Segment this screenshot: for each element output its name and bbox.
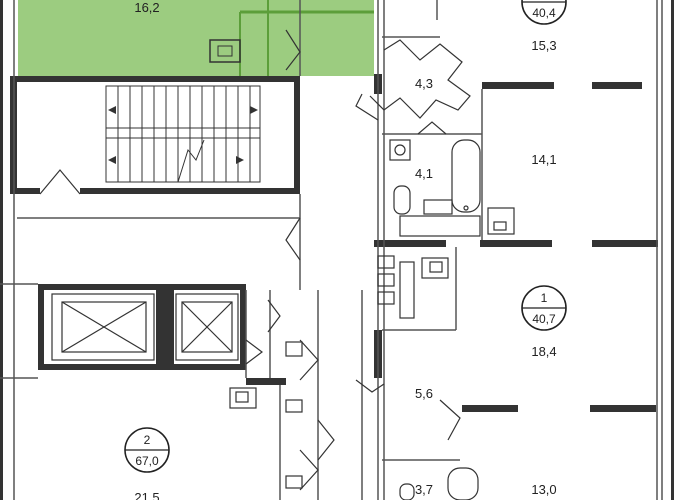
stair-arrow-icon	[236, 156, 244, 164]
stair-arrow-icon	[250, 106, 258, 114]
sink-basin-icon	[217, 45, 233, 57]
unit-number: 1	[541, 291, 548, 305]
unit-badge: 40,4	[521, 0, 567, 25]
room-area-label: 21,5	[134, 490, 159, 500]
unit-area: 67,0	[135, 454, 159, 468]
room-area-label: 5,6	[415, 386, 433, 401]
sink-icon	[209, 39, 241, 63]
room-area-label: 13,0	[531, 482, 556, 497]
room-area-label: 14,1	[531, 152, 556, 167]
unit-badge: 2 67,0	[124, 427, 170, 473]
room-area-label: 3,7	[415, 482, 433, 497]
doors	[39, 29, 471, 491]
room-area-label: 15,3	[531, 38, 556, 53]
bath-fixtures	[229, 139, 515, 500]
elevators	[51, 293, 239, 361]
unit-area: 40,7	[532, 312, 556, 326]
stair-arrow-icon	[108, 156, 116, 164]
room-area-label: 4,1	[415, 166, 433, 181]
room-area-label: 18,4	[531, 344, 556, 359]
unit-number: 2	[144, 433, 151, 447]
unit-area: 40,4	[532, 6, 556, 20]
stairs	[105, 85, 261, 183]
stair-arrow-icon	[108, 106, 116, 114]
room-area-label: 4,3	[415, 76, 433, 91]
room-area-label: 16,2	[134, 0, 159, 15]
unit-badge: 1 40,7	[521, 285, 567, 331]
